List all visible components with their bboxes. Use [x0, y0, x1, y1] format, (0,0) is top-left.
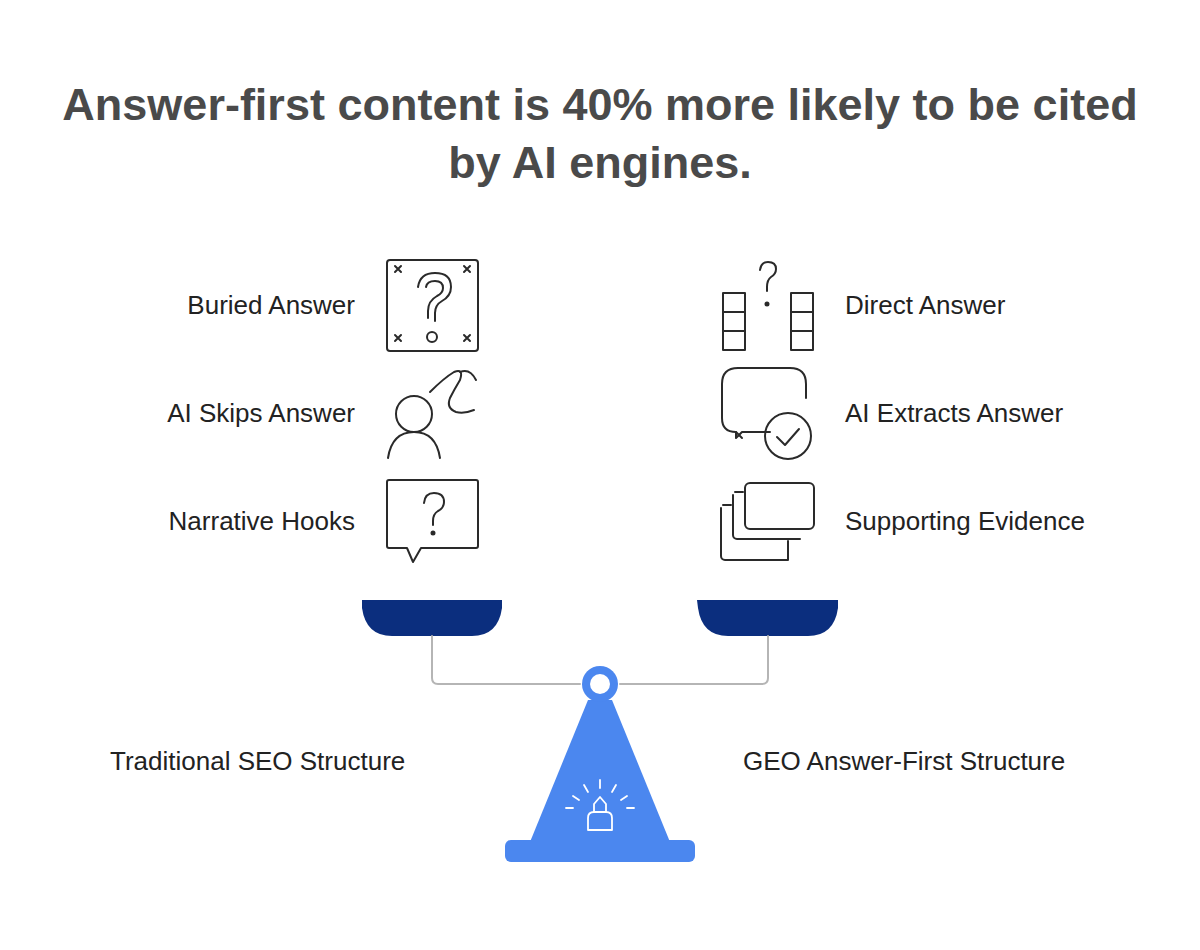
scale-stand-part	[505, 840, 695, 862]
direct-answer-icon-part	[723, 331, 745, 350]
supporting-evidence-icon-part	[735, 491, 743, 493]
structure-label: GEO Answer-First Structure	[743, 745, 1065, 777]
stand-light-icon	[566, 780, 634, 830]
ai-extracts-icon-part	[736, 432, 742, 438]
supporting-evidence-icon-part	[721, 508, 788, 560]
scale-strings-part	[620, 636, 768, 684]
scale-stand-part	[582, 666, 618, 702]
direct-answer-icon-part	[760, 262, 776, 291]
ai-skips-icon-part	[460, 371, 476, 380]
supporting-evidence-icon-part	[723, 504, 731, 506]
ai-extracts-icon	[722, 368, 811, 459]
side-label: Direct Answer	[845, 289, 1005, 321]
scale-pans-part	[697, 600, 838, 636]
ai-extracts-icon-part	[722, 368, 806, 438]
narrative-hooks-icon-part	[424, 493, 444, 525]
buried-answer-icon-part	[418, 273, 451, 321]
scale-stand	[505, 666, 695, 862]
supporting-evidence-icon-part	[745, 483, 814, 529]
narrative-hooks-icon-part	[432, 532, 435, 535]
stand-light-icon-part	[566, 780, 634, 808]
ai-extracts-icon-part	[765, 413, 811, 459]
buried-answer-icon	[387, 260, 478, 351]
supporting-evidence-icon-part	[733, 495, 800, 539]
structure-label: Traditional SEO Structure	[110, 745, 405, 777]
buried-answer-icon-part	[426, 281, 443, 318]
stand-light-icon-part	[594, 797, 606, 812]
direct-answer-icon-part	[791, 312, 813, 331]
side-label: Supporting Evidence	[845, 505, 1085, 537]
ai-skips-icon-part	[430, 371, 474, 413]
supporting-evidence-icon	[721, 483, 814, 560]
scale-pans-part	[362, 600, 502, 636]
ai-skips-icon	[388, 371, 476, 458]
direct-answer-icon-part	[723, 312, 745, 331]
scale-stand-part	[530, 700, 670, 842]
diagram-title: Answer-first content is 40% more likely …	[60, 76, 1140, 192]
ai-skips-icon-part	[396, 396, 432, 432]
narrative-hooks-icon	[387, 480, 478, 562]
scale-strings-part	[432, 636, 580, 684]
stand-light-icon-part	[588, 812, 612, 830]
side-label: AI Extracts Answer	[845, 397, 1063, 429]
scale-stand-part	[590, 674, 610, 694]
direct-answer-icon	[723, 262, 813, 350]
ai-skips-icon-part	[388, 432, 440, 458]
direct-answer-icon-part	[766, 303, 769, 306]
side-label: Narrative Hooks	[169, 505, 355, 537]
buried-answer-icon-part	[427, 332, 437, 342]
direct-answer-icon-part	[791, 331, 813, 350]
buried-answer-icon-part	[387, 260, 478, 351]
buried-answer-icon-part	[395, 266, 470, 341]
narrative-hooks-icon-part	[387, 480, 478, 562]
side-label: AI Skips Answer	[167, 397, 355, 429]
direct-answer-icon-part	[791, 293, 813, 312]
scale-pans	[362, 600, 838, 636]
direct-answer-icon-part	[723, 293, 745, 312]
ai-extracts-icon-part	[777, 429, 799, 445]
side-label: Buried Answer	[187, 289, 355, 321]
